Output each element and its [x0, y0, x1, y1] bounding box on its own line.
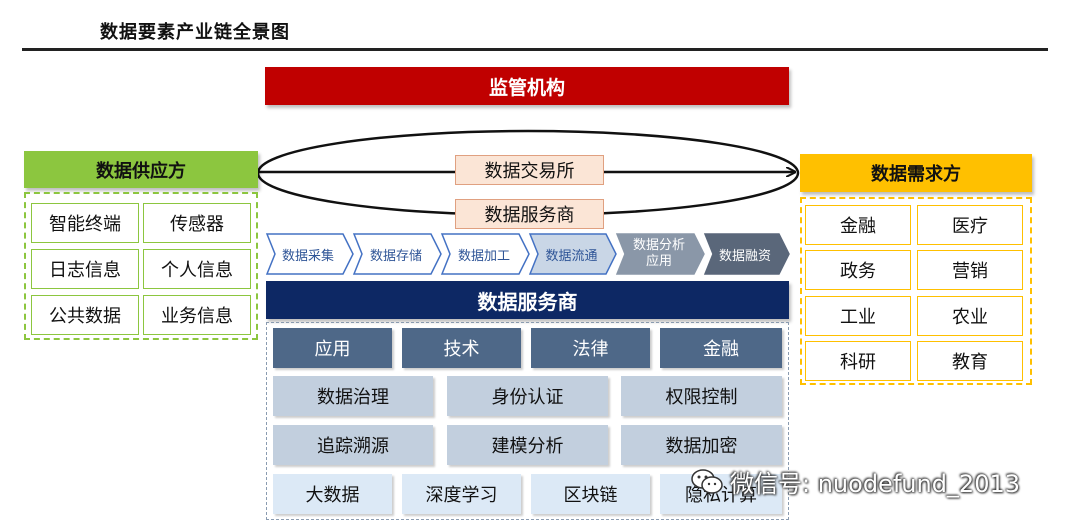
pipeline-step-6-shape — [703, 233, 790, 275]
title-rule — [22, 48, 1048, 51]
provider-item: 权限控制 — [621, 376, 782, 416]
provider-item: 追踪溯源 — [273, 425, 433, 465]
watermark: 微信号: nuodefund_2013 — [690, 464, 1020, 499]
watermark-text: 微信号: nuodefund_2013 — [730, 470, 1021, 498]
provider-item: 身份认证 — [447, 376, 608, 416]
supply-header: 数据供应方 — [24, 151, 258, 188]
provider-item: 法律 — [531, 328, 650, 368]
pipeline-step-2-shape — [352, 233, 442, 275]
provider-item: 金融 — [660, 328, 782, 368]
demand-item: 政务 — [805, 250, 911, 290]
provider-item: 技术 — [402, 328, 521, 368]
provider-item: 应用 — [273, 328, 392, 368]
provider-panel — [266, 322, 789, 520]
supply-item: 公共数据 — [31, 295, 139, 335]
demand-item: 教育 — [917, 341, 1023, 381]
pipeline-step-label: 数据存储 — [369, 248, 422, 264]
pipeline-step-label-line2: 应用 — [645, 254, 672, 269]
supply-item: 传感器 — [143, 203, 251, 243]
provider-item: 大数据 — [273, 474, 392, 514]
provider-item: 建模分析 — [447, 425, 608, 465]
provider-item: 区块链 — [531, 474, 650, 514]
demand-item: 医疗 — [917, 205, 1023, 245]
supply-item: 个人信息 — [143, 249, 251, 289]
page-title: 数据要素产业链全景图 — [100, 22, 290, 43]
pipeline-step-5-shape — [615, 233, 705, 275]
provider-item: 数据治理 — [273, 376, 433, 416]
pipeline-step-1-shape — [265, 233, 354, 275]
supply-panel — [24, 192, 258, 340]
demand-panel — [800, 197, 1032, 385]
supply-item: 业务信息 — [143, 295, 251, 335]
demand-item: 科研 — [805, 341, 911, 381]
exchange-box: 数据交易所 — [455, 155, 604, 185]
pipeline-step-label: 数据采集 — [281, 248, 334, 264]
pipeline-step-3-shape — [440, 233, 530, 275]
provider-banner: 数据服务商 — [266, 281, 789, 319]
service-box: 数据服务商 — [455, 199, 604, 229]
demand-item: 农业 — [917, 296, 1023, 336]
provider-item: 隐私计算 — [660, 474, 782, 514]
demand-item: 工业 — [805, 296, 911, 336]
wechat-icon — [691, 468, 723, 494]
provider-item: 数据加密 — [621, 425, 782, 465]
provider-item: 深度学习 — [402, 474, 521, 514]
pipeline-step-label: 数据流通 — [545, 248, 598, 264]
regulator-banner: 监管机构 — [265, 67, 789, 105]
supply-item: 日志信息 — [31, 249, 139, 289]
demand-header: 数据需求方 — [800, 154, 1032, 192]
demand-item: 营销 — [917, 250, 1023, 290]
pipeline-step-label: 数据加工 — [457, 248, 510, 264]
pipeline-step-4-shape — [528, 233, 617, 275]
pipeline-step-label: 数据融资 — [718, 248, 771, 264]
supply-item: 智能终端 — [31, 203, 139, 243]
pipeline-step-5: 数据分析 应用 — [622, 235, 696, 273]
demand-item: 金融 — [805, 205, 911, 245]
pipeline-step-label-line1: 数据分析 — [632, 238, 685, 253]
